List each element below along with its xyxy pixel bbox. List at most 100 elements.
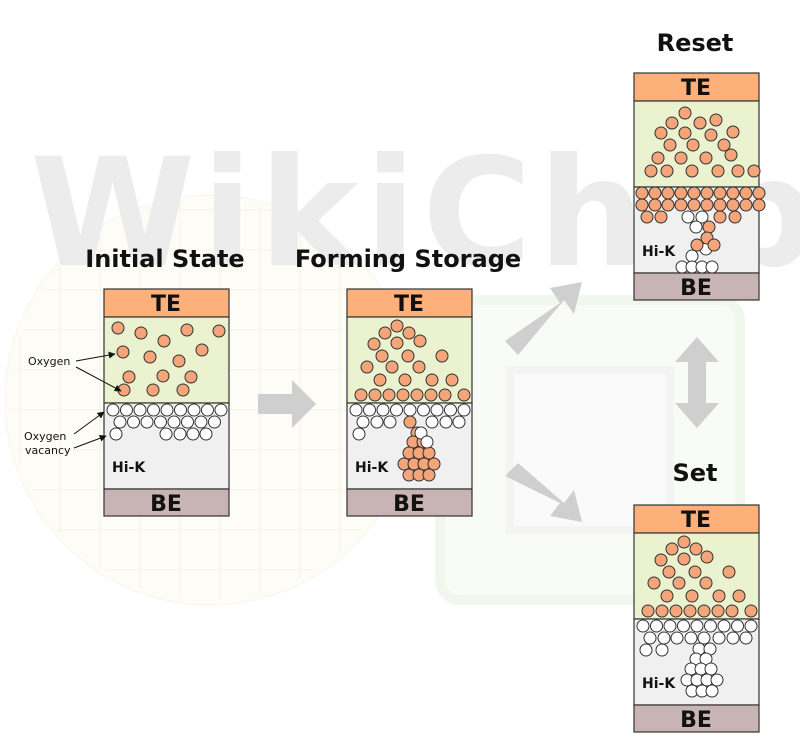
- be-layer: [103, 488, 230, 517]
- vacancy-pointer: [73, 411, 105, 435]
- oxygen-atom: [731, 164, 745, 178]
- oxygen-atom: [726, 125, 740, 139]
- oxygen-atom: [700, 186, 714, 200]
- title-reset: Reset: [657, 29, 734, 57]
- oxygen-vacancy: [376, 403, 390, 417]
- oxygen-atom: [438, 388, 452, 402]
- oxygen-atom: [184, 370, 198, 384]
- oxygen-atom: [662, 565, 676, 579]
- oxygen-vacancy: [695, 210, 709, 224]
- oxygen-atom: [425, 373, 439, 387]
- oxygen-atom: [385, 360, 399, 374]
- arrow-down-right: [505, 463, 582, 522]
- oxygen-atom: [685, 164, 699, 178]
- oxygen-atom: [713, 210, 727, 224]
- oxygen-vacancy: [363, 403, 376, 417]
- oxygen-vacancy: [444, 403, 457, 417]
- oxygen-vacancy: [697, 631, 711, 645]
- oxygen-atom: [674, 186, 688, 200]
- oxygen-vacancy: [663, 619, 677, 633]
- oxygen-vacancy: [201, 403, 214, 417]
- oxygen-atom: [368, 388, 382, 402]
- oxygen-atom: [739, 198, 753, 212]
- oxygen-atom: [412, 360, 426, 374]
- oxygen-vacancy: [636, 619, 650, 633]
- oxygen-vacancy: [147, 403, 160, 417]
- be-label: BE: [393, 492, 425, 517]
- oxygen-pointer: [75, 351, 116, 362]
- oxygen-vacancy: [403, 403, 417, 417]
- oxygen-atom: [752, 186, 766, 200]
- arrow-right: [258, 380, 316, 428]
- oxygen-vacancy: [657, 631, 671, 645]
- oxygen-vacancy: [194, 415, 208, 429]
- title-initial-state: Initial State: [85, 245, 244, 273]
- annotations: Oxygen Oxygen vacancy: [24, 351, 122, 457]
- oxygen-vacancy: [113, 415, 127, 429]
- te-label: TE: [394, 292, 424, 317]
- be-layer: [633, 704, 760, 733]
- oxygen-atom: [752, 198, 766, 212]
- oxygen-atom: [709, 113, 723, 127]
- oxygen-atom: [378, 326, 392, 340]
- oxygen-atom: [712, 589, 726, 603]
- oxygen-label: Oxygen: [28, 355, 70, 368]
- oxygen-vacancy: [414, 426, 428, 440]
- oxygen-vacancy: [420, 435, 434, 449]
- oxygen-atom: [661, 186, 675, 200]
- oxygen-atom: [726, 186, 740, 200]
- oxygen-vacancy: [726, 631, 740, 645]
- oxygen-vacancy: [349, 403, 363, 417]
- te-label: TE: [151, 292, 181, 317]
- oxygen-atom: [212, 324, 226, 338]
- oxygen-atom: [713, 186, 727, 200]
- oxygen-atom: [674, 151, 688, 165]
- be-label: BE: [680, 276, 712, 301]
- oxygen-atom: [687, 186, 701, 200]
- oxygen-atom: [685, 589, 699, 603]
- oxygen-atom: [678, 126, 692, 140]
- oxygen-atom: [654, 553, 668, 567]
- oxygen-atom: [717, 138, 731, 152]
- oxygen-atom: [402, 326, 416, 340]
- oxygen-atom: [390, 319, 404, 333]
- oxygen-vacancy: [685, 249, 699, 263]
- oxygen-atom: [390, 336, 404, 350]
- oxygen-atom: [410, 388, 424, 402]
- panel-set: TE Hi-K BE: [633, 504, 760, 733]
- oxygen-vacancy: [677, 619, 690, 633]
- oxygen-vacancy: [744, 619, 758, 633]
- be-layer: [633, 272, 760, 301]
- oxygen-atom: [711, 604, 725, 618]
- te-label: TE: [681, 508, 711, 533]
- oxygen-atom: [413, 334, 427, 348]
- vacancy-pointer: [73, 434, 107, 449]
- oxygen-atom: [713, 198, 727, 212]
- oxygen-atom: [435, 349, 449, 363]
- oxygen-atom: [688, 565, 702, 579]
- particles: [636, 535, 758, 698]
- oxygen-vacancy: [639, 643, 653, 657]
- oxygen-vacancy: [710, 673, 724, 687]
- oxygen-atom: [677, 535, 691, 549]
- oxygen-vacancy: [167, 415, 181, 429]
- oxygen-vacancy: [160, 403, 174, 417]
- oxygen-atom: [122, 370, 136, 384]
- oxygen-atom: [648, 186, 662, 200]
- oxygen-vacancy: [739, 631, 753, 645]
- oxygen-atom: [739, 186, 753, 200]
- oxygen-vacancy: [159, 427, 173, 441]
- arrow-vertical-double: [675, 337, 719, 428]
- oxygen-atom: [674, 198, 688, 212]
- oxygen-atom: [669, 604, 683, 618]
- oxygen-atom: [146, 383, 160, 397]
- oxygen-vacancy: [684, 631, 698, 645]
- oxygen-atom: [660, 589, 674, 603]
- oxygen-vacancy: [650, 619, 663, 633]
- panel-initial-state: TE Hi-K BE: [103, 288, 230, 517]
- oxygen-atom: [661, 198, 675, 212]
- title-set: Set: [672, 459, 717, 487]
- oxygen-pointer: [75, 366, 122, 392]
- panel-forming-storage: TE Hi-K BE: [346, 288, 473, 517]
